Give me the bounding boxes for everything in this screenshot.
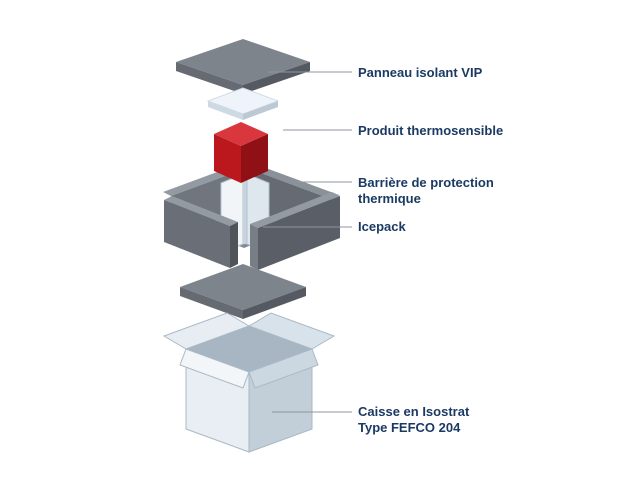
box-flap-back-right: [247, 312, 336, 350]
box-flap-back-left: [162, 312, 251, 350]
base-left-face: [180, 287, 243, 319]
label-produit-thermosensible: Produit thermosensible: [358, 123, 504, 138]
label-panneau-isolant-vip: Panneau isolant VIP: [358, 65, 483, 80]
vip-panel-lid: [176, 39, 310, 94]
sheet-right-face: [243, 101, 278, 120]
icepack-seam: [243, 174, 247, 244]
carton-box: [162, 312, 336, 453]
thermal-barrier-front: [164, 192, 340, 270]
leader-lines: [263, 71, 352, 413]
barrier-front-left-face: [164, 200, 230, 268]
sheet-left-face: [208, 101, 243, 120]
base-top-face: [180, 264, 306, 310]
barrier-front-right-face: [258, 196, 340, 270]
label-caisse-isostrat: Caisse en Isostrat Type FEFCO 204: [358, 404, 470, 435]
product-cube: [214, 122, 268, 183]
lid-right-face: [243, 62, 310, 94]
label-barriere-protection: Barrière de protection thermique: [358, 175, 494, 206]
base-right-face: [243, 287, 306, 319]
base-panel: [180, 264, 306, 319]
cube-right-face: [241, 134, 268, 183]
vip-foam-sheet: [206, 87, 280, 120]
lid-top-face: [176, 39, 310, 85]
lid-left-face: [176, 62, 243, 94]
box-flap-front-right: [248, 348, 319, 389]
barrier-front-right-cap: [250, 224, 258, 270]
box-flap-front-left: [179, 348, 250, 389]
barrier-front-right-rim: [250, 192, 340, 228]
label-icepack: Icepack: [358, 219, 406, 234]
barrier-front-left-cap: [230, 222, 238, 268]
barrier-front-left-rim: [164, 196, 238, 226]
cube-left-face: [214, 134, 241, 183]
